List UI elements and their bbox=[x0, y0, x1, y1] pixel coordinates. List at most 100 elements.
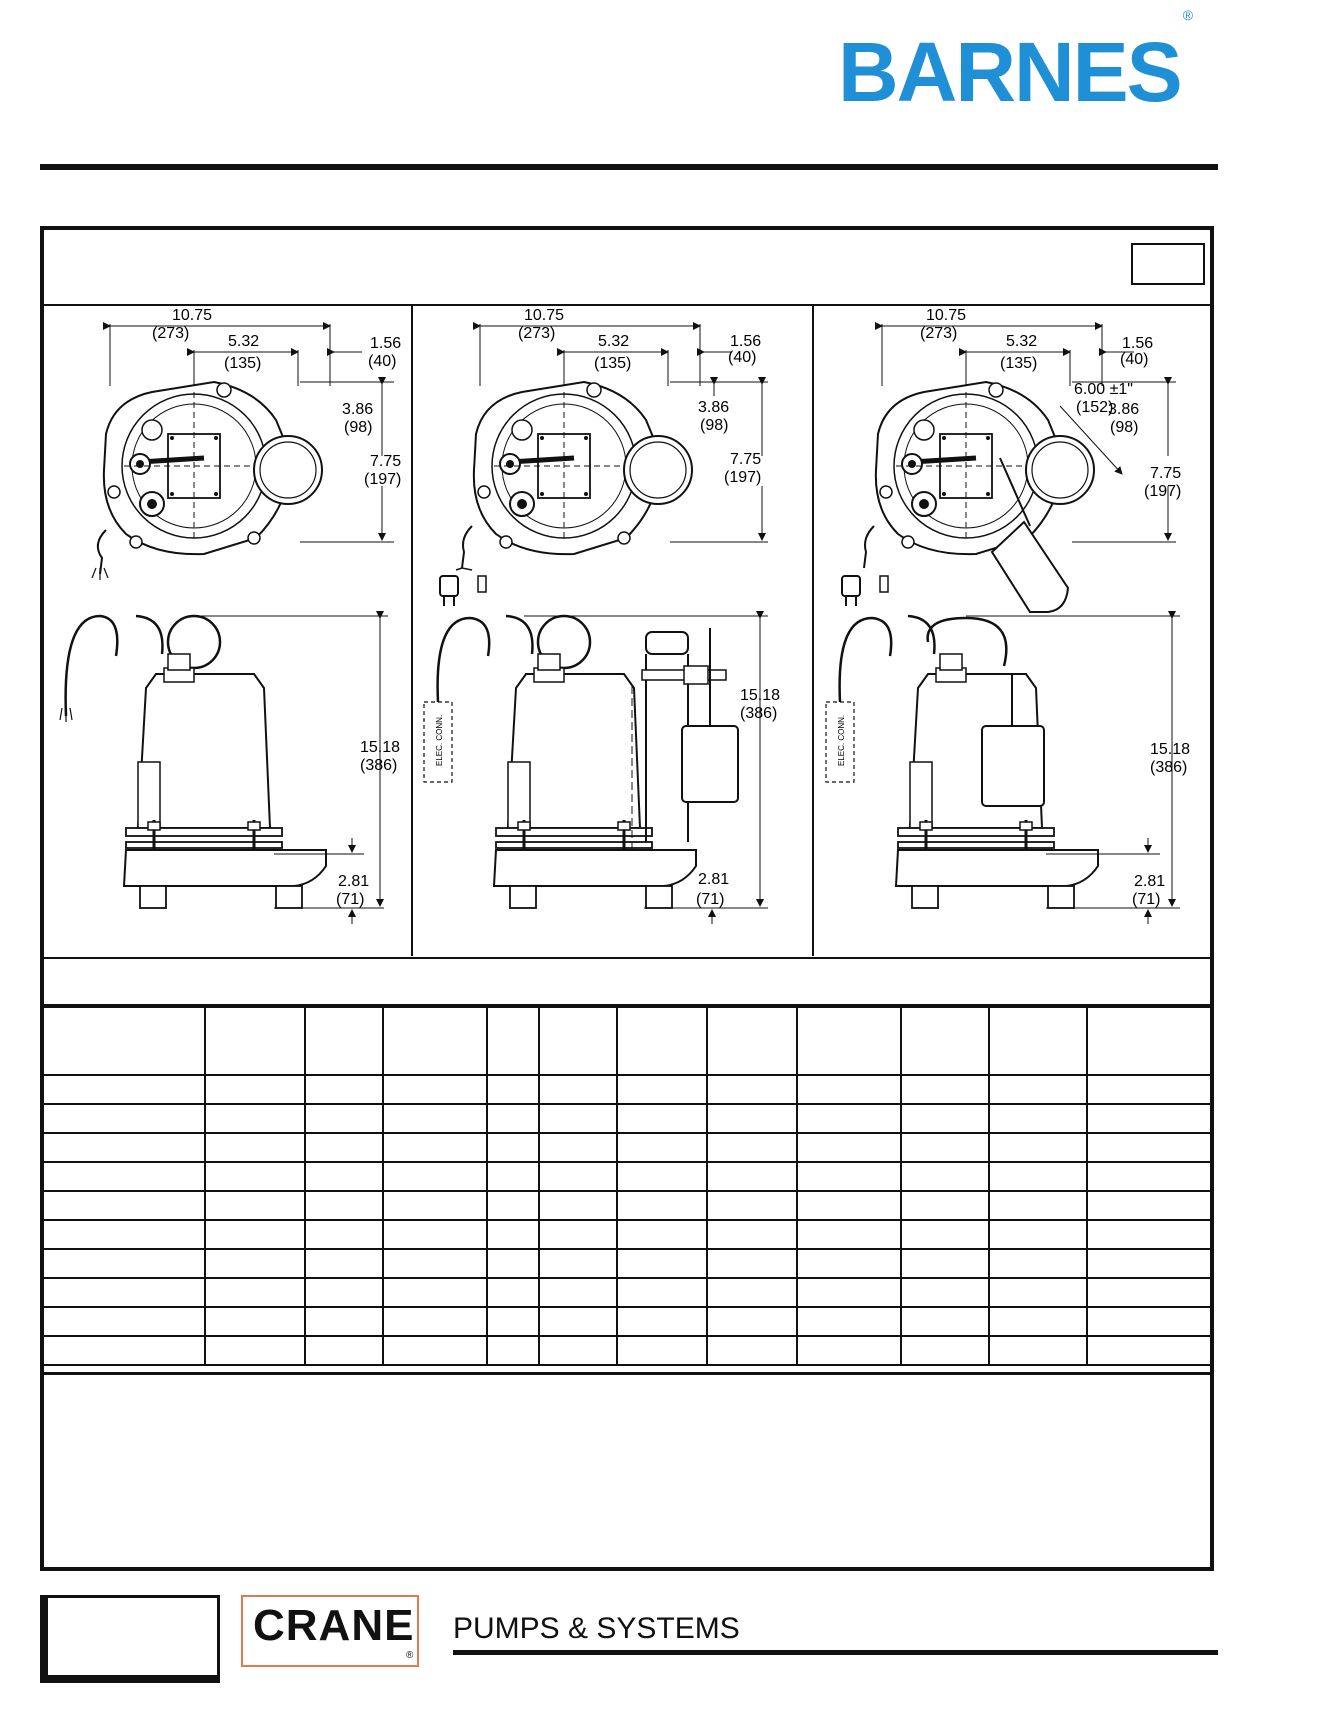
dim-width-mm: (273) bbox=[920, 325, 957, 342]
dim-center: 5.32 bbox=[228, 333, 259, 350]
table-row bbox=[44, 1161, 1210, 1192]
dim-depth: 7.75 bbox=[730, 451, 761, 468]
panel-3: 10.75 (273) 5.32 (135) 1.56 (40) 6.00 ±1… bbox=[825, 307, 1190, 924]
table-cell bbox=[988, 1190, 1088, 1221]
table-cell bbox=[204, 1074, 306, 1105]
table-cell bbox=[706, 1306, 798, 1337]
table-cell bbox=[796, 1132, 902, 1163]
table-cell bbox=[44, 1335, 206, 1366]
table-cell bbox=[382, 1074, 488, 1105]
table-cell bbox=[616, 1219, 708, 1250]
table-cell bbox=[706, 1132, 798, 1163]
table-cell bbox=[900, 1161, 990, 1192]
table-cell bbox=[486, 1248, 540, 1279]
table-cell bbox=[706, 1161, 798, 1192]
table-cell bbox=[538, 1132, 618, 1163]
table-cell bbox=[382, 1004, 488, 1076]
dimension-drawings: 10.75 (273) 5.32 (135) 1.56 (40) 3.86 (9… bbox=[59, 306, 1190, 956]
dim-height-mm: (386) bbox=[740, 705, 777, 722]
table-cell bbox=[616, 1004, 708, 1076]
table-cell bbox=[1086, 1074, 1210, 1105]
table-cell bbox=[1086, 1132, 1210, 1163]
table-row bbox=[44, 1103, 1210, 1134]
dim-center: 5.32 bbox=[1006, 333, 1037, 350]
dim-base-mm: (71) bbox=[696, 891, 724, 908]
dim-base-mm: (71) bbox=[336, 891, 364, 908]
dim-disch-center: 3.86 bbox=[1108, 401, 1139, 418]
dim-center-mm: (135) bbox=[1000, 355, 1037, 372]
table-cell bbox=[486, 1306, 540, 1337]
dim-center-mm: (135) bbox=[224, 355, 261, 372]
table-cell bbox=[706, 1277, 798, 1308]
table-cell bbox=[486, 1074, 540, 1105]
dim-disch-offset: 1.56 bbox=[370, 335, 401, 352]
table-cell bbox=[538, 1074, 618, 1105]
brand-name: BARNES bbox=[838, 25, 1183, 119]
dim-width: 10.75 bbox=[172, 307, 212, 324]
table-cell bbox=[706, 1190, 798, 1221]
table-row bbox=[44, 1248, 1210, 1279]
table-cell bbox=[382, 1248, 488, 1279]
table-cell bbox=[988, 1004, 1088, 1076]
table-cell bbox=[900, 1306, 990, 1337]
table-cell bbox=[204, 1103, 306, 1134]
table-cell bbox=[616, 1074, 708, 1105]
dim-height: 15.18 bbox=[360, 739, 400, 756]
dim-height-mm: (386) bbox=[1150, 759, 1187, 776]
table-cell bbox=[900, 1190, 990, 1221]
table-cell bbox=[900, 1132, 990, 1163]
table-cell bbox=[900, 1335, 990, 1366]
table-cell bbox=[988, 1161, 1088, 1192]
table-cell bbox=[988, 1306, 1088, 1337]
table-cell bbox=[382, 1219, 488, 1250]
table-row bbox=[44, 1335, 1210, 1366]
table-row bbox=[44, 1219, 1210, 1250]
dim-base: 2.81 bbox=[338, 873, 369, 890]
table-cell bbox=[382, 1277, 488, 1308]
page-number-box bbox=[40, 1595, 220, 1683]
table-cell bbox=[304, 1074, 384, 1105]
dim-base-mm: (71) bbox=[1132, 891, 1160, 908]
table-cell bbox=[900, 1248, 990, 1279]
dim-disch-offset: 1.56 bbox=[1122, 335, 1153, 352]
dim-width: 10.75 bbox=[926, 307, 966, 324]
table-cell bbox=[1086, 1306, 1210, 1337]
crane-logo-box bbox=[241, 1595, 419, 1667]
table-cell bbox=[44, 1190, 206, 1221]
dim-disch-offset-mm: (40) bbox=[728, 349, 756, 366]
table-row bbox=[44, 1132, 1210, 1163]
table-cell bbox=[796, 1335, 902, 1366]
table-cell bbox=[1086, 1219, 1210, 1250]
table-cell bbox=[44, 1306, 206, 1337]
table-cell bbox=[796, 1074, 902, 1105]
table-cell bbox=[988, 1248, 1088, 1279]
table-cell bbox=[204, 1277, 306, 1308]
table-cell bbox=[796, 1004, 902, 1076]
table-cell bbox=[796, 1277, 902, 1308]
table-cell bbox=[538, 1248, 618, 1279]
table-cell bbox=[304, 1004, 384, 1076]
table-cell bbox=[204, 1335, 306, 1366]
table-cell bbox=[44, 1103, 206, 1134]
table-row bbox=[44, 1190, 1210, 1221]
table-cell bbox=[796, 1306, 902, 1337]
table-cell bbox=[486, 1335, 540, 1366]
table-cell bbox=[616, 1190, 708, 1221]
table-cell bbox=[706, 1103, 798, 1134]
dim-float-reach-mm: (152) bbox=[1076, 399, 1113, 416]
table-cell bbox=[796, 1219, 902, 1250]
table-cell bbox=[988, 1219, 1088, 1250]
dim-height: 15.18 bbox=[740, 687, 780, 704]
table-cell bbox=[706, 1248, 798, 1279]
table-cell bbox=[900, 1219, 990, 1250]
table-cell bbox=[706, 1074, 798, 1105]
table-cell bbox=[204, 1161, 306, 1192]
table-cell bbox=[538, 1277, 618, 1308]
dim-height-mm: (386) bbox=[360, 757, 397, 774]
table-cell bbox=[706, 1219, 798, 1250]
table-cell bbox=[616, 1248, 708, 1279]
table-cell bbox=[304, 1248, 384, 1279]
table-cell bbox=[706, 1335, 798, 1366]
dim-disch-center-mm: (98) bbox=[1110, 419, 1138, 436]
table-cell bbox=[796, 1161, 902, 1192]
